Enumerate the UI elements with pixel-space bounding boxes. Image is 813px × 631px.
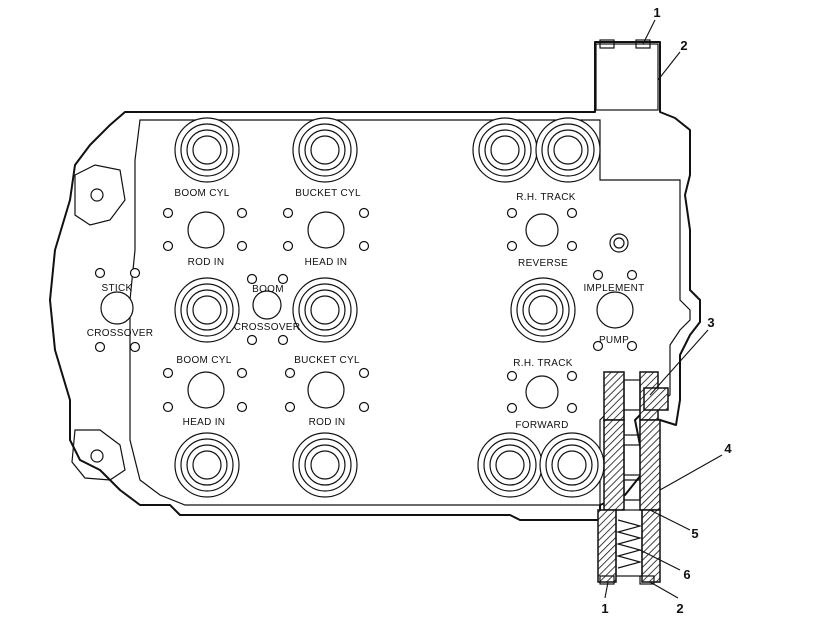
leader-5 (649, 509, 691, 531)
callout-bottom-1: 1 (601, 601, 608, 616)
callout-4: 4 (724, 441, 732, 456)
port-mid-center (292, 277, 358, 343)
label-boom-cyl-rod-1: BOOM CYL (174, 188, 229, 199)
port-top-left-1 (174, 117, 240, 183)
valve-body-outline (49, 41, 701, 521)
flange-bucket-rod (284, 367, 370, 413)
port-top-right-1 (472, 117, 538, 183)
callout-top-2: 2 (680, 38, 687, 53)
label-bucket-cyl-rod-2: ROD IN (309, 417, 346, 428)
flange-rh-track-reverse (506, 207, 578, 252)
left-ear-outline (74, 164, 126, 226)
callout-3: 3 (707, 315, 714, 330)
flange-rh-track-forward (506, 370, 578, 414)
label-boom-crossover-1: BOOM (252, 284, 284, 295)
label-bucket-cyl-head-2: HEAD IN (305, 257, 348, 268)
port-bottom-left-1 (174, 432, 240, 498)
label-implement-pump-2: PUMP (599, 335, 629, 346)
leader-3 (649, 329, 709, 396)
flange-boom-crossover (246, 273, 289, 346)
flange-boom-head (162, 367, 248, 413)
leader-top-2 (657, 51, 681, 81)
label-rh-track-reverse-1: R.H. TRACK (516, 192, 576, 203)
port-bottom-right-1 (477, 432, 543, 498)
port-bottom-right-2 (539, 432, 605, 498)
label-boom-cyl-head-2: HEAD IN (183, 417, 226, 428)
label-bucket-cyl-head-1: BUCKET CYL (295, 188, 361, 199)
leader-6 (639, 549, 681, 571)
label-boom-cyl-rod-2: ROD IN (188, 257, 225, 268)
port-mid-right (510, 277, 576, 343)
left-ear-bolt-top (90, 188, 104, 202)
port-bottom-left-2 (292, 432, 358, 498)
flange-implement-pump (592, 269, 638, 352)
label-rh-track-forward-2: FORWARD (515, 420, 568, 431)
label-rh-track-forward-1: R.H. TRACK (513, 358, 573, 369)
flange-bucket-head (282, 207, 370, 252)
port-mid-left (174, 277, 240, 343)
leader-bottom-1 (604, 581, 609, 599)
flange-boom-rod (162, 207, 248, 252)
label-bucket-cyl-rod-1: BUCKET CYL (294, 355, 360, 366)
callout-5: 5 (691, 526, 698, 541)
plug-fitting (609, 233, 629, 253)
label-stick-crossover-2: CROSSOVER (87, 328, 154, 339)
label-implement-pump-1: IMPLEMENT (583, 283, 644, 294)
top-cap-bolt-right (635, 39, 651, 49)
label-stick-crossover-1: STICK (102, 283, 133, 294)
label-rh-track-reverse-2: REVERSE (518, 258, 568, 269)
leader-bottom-2 (649, 581, 679, 599)
inner-boss-outline (129, 119, 691, 506)
top-cap (595, 43, 659, 111)
port-top-right-2 (535, 117, 601, 183)
left-ear-lower-outline (71, 429, 126, 481)
callout-top-1: 1 (653, 5, 660, 20)
top-cap-bolt-left (599, 39, 615, 49)
leader-4 (659, 454, 723, 491)
callout-6: 6 (683, 567, 690, 582)
leader-top-1 (642, 19, 656, 45)
left-ear-bolt-bottom (90, 449, 104, 463)
port-top-left-2 (292, 117, 358, 183)
callout-bottom-2: 2 (676, 601, 683, 616)
label-boom-crossover-2: CROSSOVER (234, 322, 301, 333)
flange-stick-crossover (94, 267, 141, 353)
label-boom-cyl-head-1: BOOM CYL (176, 355, 231, 366)
relief-valve-section (597, 371, 669, 585)
